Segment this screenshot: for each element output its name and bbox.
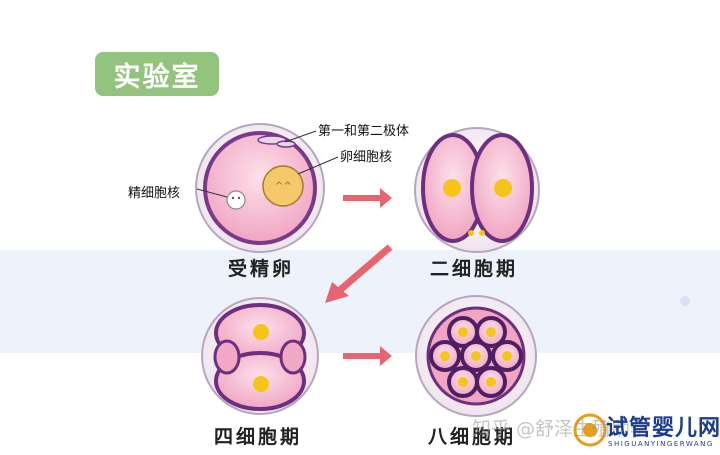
arrow-right-icon	[343, 346, 392, 366]
annotation-polar-bodies: 第一和第二极体	[318, 124, 410, 139]
svg-text:^^: ^^	[275, 181, 292, 192]
logo-icon	[573, 413, 607, 447]
stage-label-two-cell: 二细胞期	[430, 258, 519, 280]
lab-badge: 实验室	[95, 52, 219, 96]
arrow-right-icon	[343, 188, 392, 208]
arrow-diagonal-icon	[325, 244, 393, 303]
two-cell-embryo	[414, 127, 540, 253]
stage-label-four-cell: 四细胞期	[214, 426, 303, 448]
four-cell-embryo	[201, 297, 319, 415]
annotation-egg-nucleus: 卵细胞核	[340, 150, 393, 165]
stage-label-eight-cell: 八细胞期	[428, 426, 517, 448]
logo-text: 试管婴儿网	[606, 416, 720, 441]
site-logo: 试管婴儿网 SHIGUANYINGERWANG	[572, 410, 720, 455]
zygote-cell: ^^	[195, 123, 325, 253]
background-band	[0, 250, 720, 353]
stage-label-zygote: 受精卵	[228, 258, 295, 280]
decorative-dot	[680, 296, 690, 306]
pointer-egg-nucleus	[297, 156, 339, 175]
annotation-sperm-nucleus: 精细胞核	[128, 186, 181, 201]
watermark-text: 知乎 @舒泽生殖助孕	[472, 418, 650, 440]
pointer-polar-bodies	[284, 130, 317, 143]
logo-subtext: SHIGUANYINGERWANG	[608, 440, 714, 448]
eight-cell-embryo	[415, 295, 537, 417]
pointer-sperm-nucleus	[196, 188, 228, 198]
